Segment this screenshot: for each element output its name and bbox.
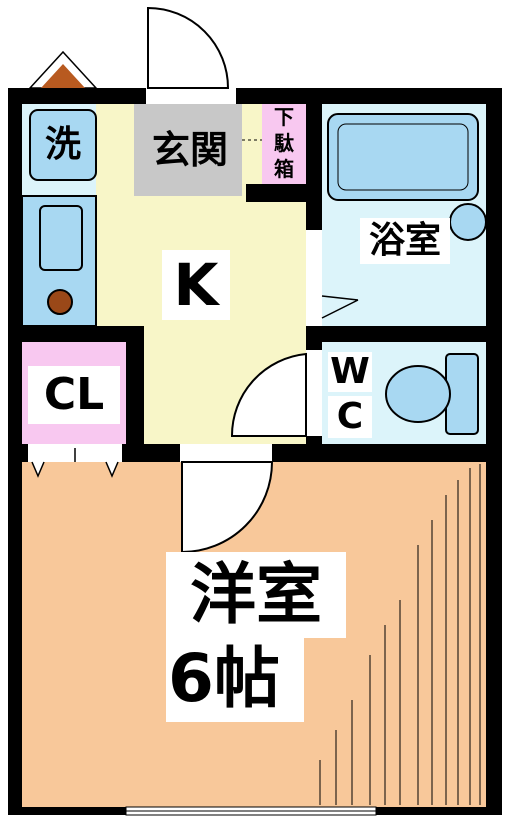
shoe-box: [262, 104, 306, 184]
bath-label: 浴室: [360, 218, 450, 264]
washer-box: [29, 109, 97, 181]
wall-bath-bottom: [306, 326, 486, 342]
entrance-floor: [134, 104, 242, 196]
bathtub-icon: [327, 113, 479, 201]
entrance-label: 玄関: [151, 128, 228, 172]
toilet-label-c: C: [328, 396, 372, 438]
wall-kitchen-west: [126, 328, 144, 444]
washer-label: 洗: [44, 124, 81, 165]
kitchen-label: K: [162, 250, 230, 320]
western-room-label: 洋室: [166, 552, 346, 638]
stove-icon: [47, 289, 73, 315]
shoe-box-label-3: 箱: [274, 157, 294, 181]
sink-icon: [39, 205, 83, 271]
entrance-door-opening: [146, 88, 236, 104]
toilet-bowl-icon: [385, 365, 451, 423]
bath-drain-icon: [449, 203, 487, 241]
wall-shoebox-bottom: [246, 184, 306, 202]
bath-door-opening: [306, 230, 322, 326]
closet-label: CL: [28, 366, 120, 424]
wall-closet-top: [22, 326, 144, 342]
room-door-swing: [181, 461, 274, 554]
toilet-label-w: W: [328, 352, 372, 392]
room-door-opening: [180, 444, 272, 462]
flooring-lines: [319, 464, 481, 805]
shoe-box-label-1: 下: [274, 105, 294, 129]
toilet-door-swing: [230, 352, 307, 437]
entrance-door-swing: [147, 6, 230, 89]
shoe-box-label-2: 駄: [274, 131, 294, 155]
toilet-door-opening: [306, 350, 322, 436]
western-room-size-label: 6帖: [166, 636, 304, 722]
